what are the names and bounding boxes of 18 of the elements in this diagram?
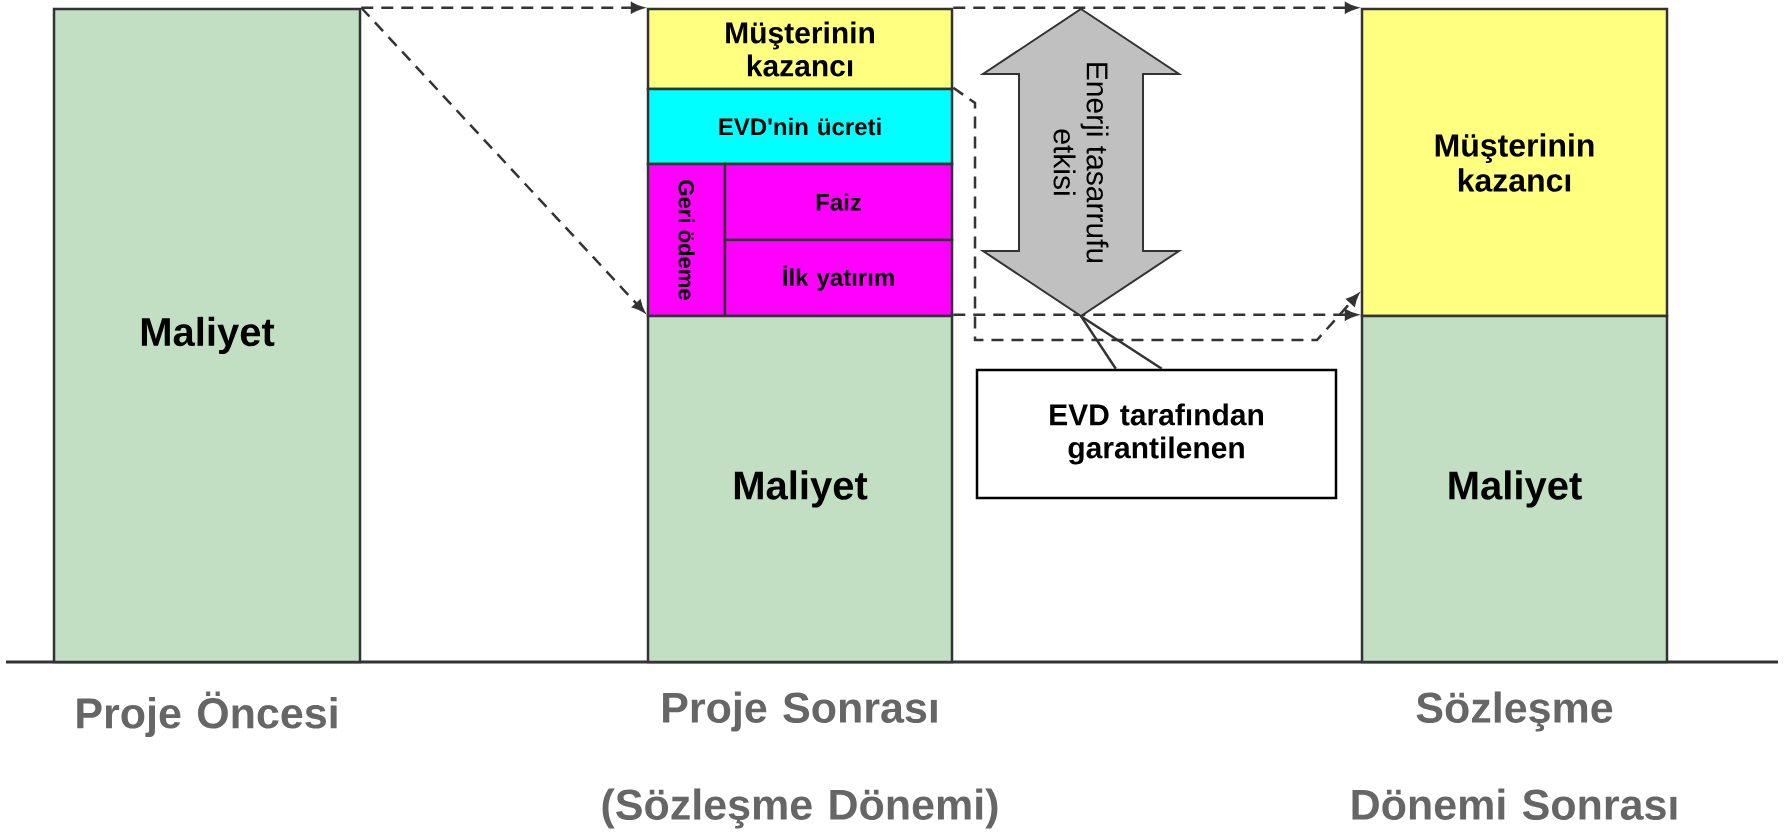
callout-box: EVD tarafından garantilenen: [975, 368, 1338, 500]
arrow: [360, 6, 645, 313]
arrow: [953, 309, 1358, 321]
cost-bar: Maliyet: [1360, 314, 1669, 664]
axis-label: Sözleşme Dönemi Sonrası: [1352, 691, 1677, 820]
stacked-segment: Müşterinin kazancı: [1360, 7, 1669, 318]
axis-label: Proje Öncesi: [77, 691, 337, 738]
stacked-segment: Faiz: [723, 162, 954, 242]
arrow: [953, 2, 1358, 14]
stacked-segment: İlk yatırım: [723, 238, 954, 318]
stacked-segment: Geri ödeme: [646, 162, 727, 318]
stacked-segment: EVD'nin ücreti: [646, 87, 954, 166]
stacked-segment: Müşterinin kazancı: [646, 7, 954, 91]
cost-bar: Maliyet: [52, 7, 362, 664]
axis-label: Proje Sonrası (Sözleşme Dönemi): [602, 691, 998, 829]
cost-bar: Maliyet: [646, 314, 954, 664]
arrow: [952, 86, 1359, 342]
arrow: [361, 2, 644, 14]
